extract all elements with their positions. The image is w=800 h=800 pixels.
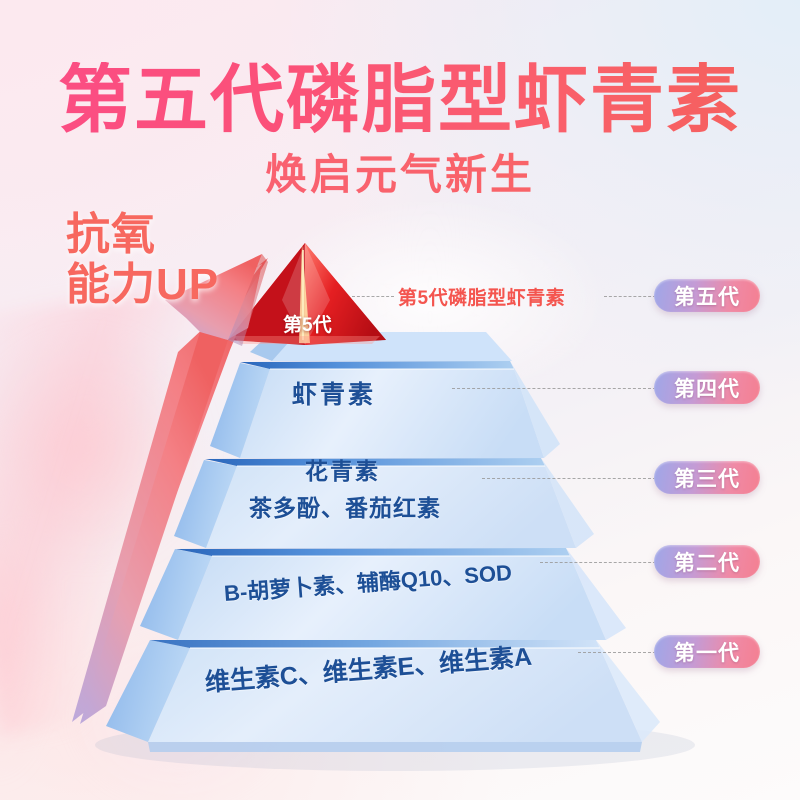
pyramid-tier-3-label-line2: 茶多酚、番茄红素 — [249, 495, 441, 521]
generation-pill-1-label: 第一代 — [674, 641, 740, 665]
pyramid-tier-3-label-line1: 花青素 — [305, 458, 380, 484]
promo-line-2: 能力UP — [66, 262, 296, 308]
connector-line-gen4 — [452, 388, 656, 389]
generation-pill-3[interactable]: 第三代 — [654, 461, 760, 494]
connector-line-gen2 — [540, 562, 656, 563]
connector-line-gen5-left — [352, 296, 394, 297]
page-subtitle: 焕启元气新生 — [0, 152, 800, 198]
generation-pill-1[interactable]: 第一代 — [654, 635, 760, 668]
pyramid-tier-4-label: 虾青素 — [292, 381, 377, 409]
connector-line-gen3 — [482, 478, 656, 479]
generation-pill-4[interactable]: 第四代 — [654, 371, 760, 404]
connector-line-gen5-right — [604, 296, 656, 297]
generation-pill-2-label: 第二代 — [674, 551, 740, 575]
promo-line-1: 抗氧 — [66, 210, 156, 259]
generation-pill-5[interactable]: 第五代 — [654, 279, 760, 312]
antioxidant-promo: 抗氧 能力UP — [66, 212, 296, 308]
callout-top-product: 第5代磷脂型虾青素 — [398, 288, 566, 309]
page-title: 第五代磷脂型虾青素 — [0, 62, 800, 138]
promo-line-2-text: 能力 — [66, 260, 156, 309]
generation-pill-3-label: 第三代 — [674, 467, 740, 491]
connector-line-gen1 — [578, 652, 656, 653]
generation-pill-4-label: 第四代 — [674, 377, 740, 401]
generation-pill-2[interactable]: 第二代 — [654, 545, 760, 578]
promo-up-label: UP — [156, 260, 220, 309]
pyramid-apex-badge: 第5代 — [283, 315, 332, 336]
generation-pill-5-label: 第五代 — [674, 285, 740, 309]
